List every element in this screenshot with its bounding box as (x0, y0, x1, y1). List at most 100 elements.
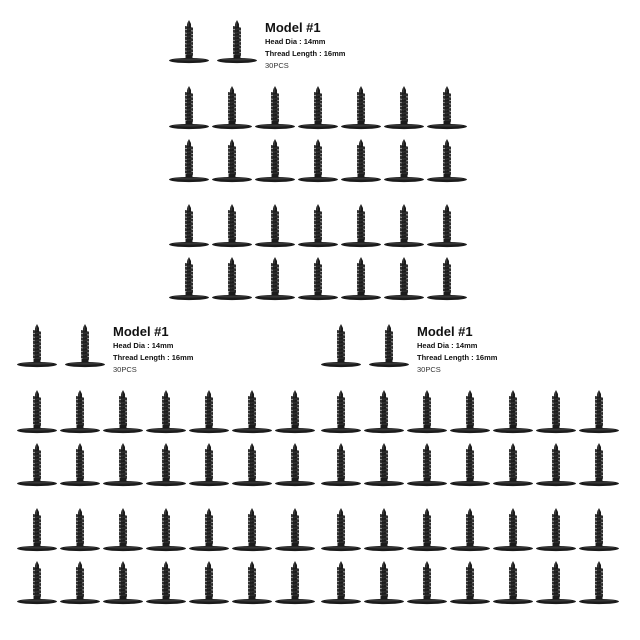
screw-icon (320, 441, 362, 487)
screw-icon (449, 388, 491, 434)
screw-icon (492, 441, 534, 487)
screw-icon (578, 388, 620, 434)
screw-icon (383, 202, 425, 248)
screw-icon (578, 441, 620, 487)
screw-icon (188, 506, 230, 552)
screw-icon (320, 506, 362, 552)
screw-icon (59, 506, 101, 552)
screw-icon (426, 137, 468, 183)
screw-icon (145, 441, 187, 487)
screw-icon (211, 84, 253, 130)
screw-icon (102, 506, 144, 552)
screw-icon (406, 388, 448, 434)
screw-icon (145, 388, 187, 434)
screw-icon (168, 84, 210, 130)
screw-icon (406, 559, 448, 605)
screw-icon (231, 388, 273, 434)
screw-icon (274, 559, 316, 605)
screw-icon (168, 18, 210, 64)
screw-icon (216, 18, 258, 64)
screw-icon (363, 388, 405, 434)
screw-icon (492, 388, 534, 434)
screw-icon (363, 441, 405, 487)
screw-icon (16, 559, 58, 605)
screw-icon (168, 255, 210, 301)
screw-group-1: Model #1 Head Dia : 14mm Thread Length :… (168, 16, 472, 310)
screw-icon (274, 388, 316, 434)
screw-group-2: Model #1 Head Dia : 14mm Thread Length :… (16, 320, 320, 614)
screw-icon (578, 506, 620, 552)
screw-icon (64, 322, 106, 368)
screw-icon (406, 506, 448, 552)
screw-icon (363, 506, 405, 552)
model-title: Model #1 (265, 20, 321, 35)
screw-icon (297, 255, 339, 301)
quantity-text: 30PCS (113, 365, 137, 374)
screw-icon (254, 137, 296, 183)
screw-icon (426, 255, 468, 301)
screw-icon (320, 559, 362, 605)
screw-icon (211, 137, 253, 183)
quantity-text: 30PCS (417, 365, 441, 374)
screw-icon (297, 84, 339, 130)
screw-icon (274, 441, 316, 487)
screw-icon (254, 255, 296, 301)
screw-group-3: Model #1 Head Dia : 14mm Thread Length :… (320, 320, 624, 614)
screw-icon (383, 84, 425, 130)
screw-icon (231, 506, 273, 552)
screw-icon (145, 559, 187, 605)
head-dia-text: Head Dia : 14mm (417, 341, 478, 350)
screw-icon (211, 255, 253, 301)
screw-icon (449, 441, 491, 487)
screw-icon (16, 388, 58, 434)
screw-icon (274, 506, 316, 552)
screw-icon (492, 559, 534, 605)
screw-icon (211, 202, 253, 248)
screw-icon (368, 322, 410, 368)
screw-icon (16, 506, 58, 552)
screw-icon (340, 84, 382, 130)
screw-icon (254, 84, 296, 130)
spec-label-1: Model #1 Head Dia : 14mm Thread Length :… (265, 20, 345, 72)
screw-icon (231, 559, 273, 605)
thread-length-text: Thread Length : 16mm (265, 49, 346, 58)
screw-icon (297, 202, 339, 248)
head-dia-text: Head Dia : 14mm (265, 37, 326, 46)
screw-icon (406, 441, 448, 487)
screw-icon (492, 506, 534, 552)
screw-icon (363, 559, 405, 605)
screw-icon (102, 441, 144, 487)
screw-icon (59, 388, 101, 434)
thread-length-text: Thread Length : 16mm (113, 353, 194, 362)
screw-icon (340, 137, 382, 183)
screw-icon (145, 506, 187, 552)
model-title: Model #1 (113, 324, 169, 339)
screw-icon (254, 202, 296, 248)
screw-icon (383, 255, 425, 301)
screw-icon (578, 559, 620, 605)
screw-icon (188, 559, 230, 605)
screw-icon (102, 388, 144, 434)
screw-icon (102, 559, 144, 605)
model-title: Model #1 (417, 324, 473, 339)
spec-label-3: Model #1 Head Dia : 14mm Thread Length :… (417, 324, 497, 376)
screw-icon (231, 441, 273, 487)
screw-icon (16, 441, 58, 487)
screw-icon (168, 137, 210, 183)
screw-icon (535, 441, 577, 487)
screw-icon (320, 322, 362, 368)
screw-icon (340, 255, 382, 301)
screw-icon (59, 559, 101, 605)
screw-icon (340, 202, 382, 248)
screw-icon (188, 388, 230, 434)
screw-icon (449, 506, 491, 552)
screw-icon (426, 202, 468, 248)
screw-icon (535, 559, 577, 605)
screw-icon (383, 137, 425, 183)
screw-icon (426, 84, 468, 130)
head-dia-text: Head Dia : 14mm (113, 341, 174, 350)
screw-icon (188, 441, 230, 487)
screw-icon (535, 506, 577, 552)
spec-label-2: Model #1 Head Dia : 14mm Thread Length :… (113, 324, 193, 376)
quantity-text: 30PCS (265, 61, 289, 70)
